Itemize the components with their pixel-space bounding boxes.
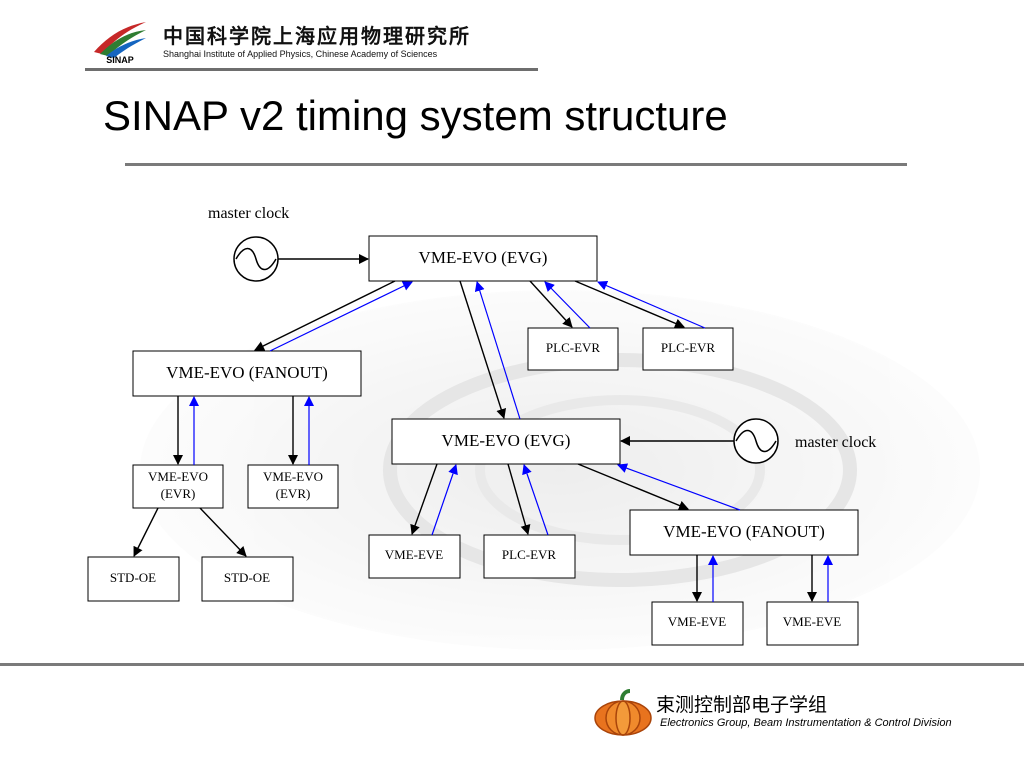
node-plc-evr-2: PLC-EVR [642, 327, 734, 371]
node-plc-evr-3: PLC-EVR [483, 534, 576, 579]
group-name-cn: 束测控制部电子学组 [656, 694, 828, 716]
node-evg-top: VME-EVO (EVG) [368, 235, 598, 282]
node-vme-eve-3: VME-EVE [766, 601, 859, 646]
header-divider [85, 68, 538, 71]
svg-text:(EVR): (EVR) [276, 486, 311, 501]
svg-text:PLC-EVR: PLC-EVR [661, 340, 716, 355]
svg-text:PLC-EVR: PLC-EVR [546, 340, 601, 355]
svg-text:VME-EVO (FANOUT): VME-EVO (FANOUT) [663, 522, 825, 541]
logo-text: SINAP [106, 55, 134, 64]
footer-divider [0, 663, 1024, 666]
timing-structure-diagram: master clock master clock VME-EVO (EVG) … [87, 205, 980, 650]
node-fanout-left: VME-EVO (FANOUT) [132, 350, 362, 397]
node-vme-eve-2: VME-EVE [651, 601, 744, 646]
svg-text:STD-OE: STD-OE [224, 570, 270, 585]
svg-text:VME-EVO (EVG): VME-EVO (EVG) [419, 248, 548, 267]
node-evr-1: VME-EVO (EVR) [132, 464, 224, 509]
node-plc-evr-1: PLC-EVR [527, 327, 619, 371]
group-name-en: Electronics Group, Beam Instrumentation … [660, 717, 952, 729]
svg-text:VME-EVO (FANOUT): VME-EVO (FANOUT) [166, 363, 328, 382]
node-std-oe-1: STD-OE [87, 556, 180, 602]
svg-text:VME-EVO: VME-EVO [148, 469, 208, 484]
svg-text:(EVR): (EVR) [161, 486, 196, 501]
node-vme-eve-1: VME-EVE [368, 534, 461, 579]
svg-text:STD-OE: STD-OE [110, 570, 156, 585]
node-fanout-right: VME-EVO (FANOUT) [629, 509, 859, 556]
node-evr-2: VME-EVO (EVR) [247, 464, 339, 509]
downstream-arrows [133, 254, 817, 602]
svg-text:PLC-EVR: PLC-EVR [502, 547, 557, 562]
org-name-cn: 中国科学院上海应用物理研究所 [163, 24, 471, 48]
svg-text:VME-EVE: VME-EVE [783, 614, 842, 629]
master-clock-icon-2 [733, 418, 779, 464]
title-divider [125, 163, 907, 166]
pumpkin-logo-icon [594, 689, 652, 736]
master-clock-icon-1 [233, 236, 279, 282]
svg-text:VME-EVO (EVG): VME-EVO (EVG) [442, 431, 571, 450]
org-name-en: Shanghai Institute of Applied Physics, C… [163, 49, 438, 59]
sinap-logo-icon: SINAP [94, 22, 146, 64]
svg-text:VME-EVO: VME-EVO [263, 469, 323, 484]
slide-title: SINAP v2 timing system structure [103, 92, 728, 139]
node-std-oe-2: STD-OE [201, 556, 294, 602]
svg-text:VME-EVE: VME-EVE [385, 547, 444, 562]
node-evg-middle: VME-EVO (EVG) [391, 418, 621, 465]
master-clock-label-1: master clock [208, 205, 289, 222]
upstream-arrows [189, 280, 833, 602]
svg-text:VME-EVE: VME-EVE [668, 614, 727, 629]
master-clock-label-2: master clock [795, 434, 876, 451]
